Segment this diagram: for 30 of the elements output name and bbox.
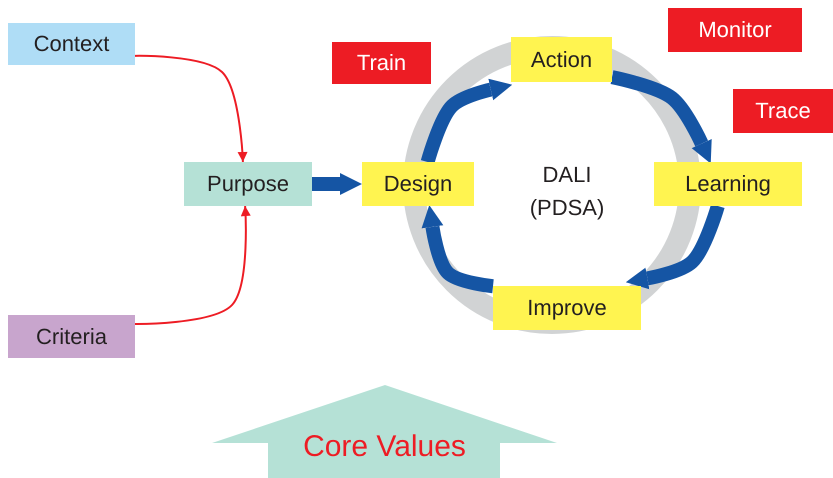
step-box (511, 37, 612, 82)
node-label: Context (34, 31, 110, 57)
curved-arrow (135, 206, 251, 326)
block-arrow (422, 205, 494, 294)
step-box (654, 162, 802, 206)
node-label: Improve (527, 295, 607, 321)
up-arrow-shape (212, 385, 557, 478)
step-box (493, 286, 641, 330)
cycle-title: DALI (PDSA) (528, 161, 606, 222)
node-label: Purpose (207, 171, 289, 197)
step-box (362, 162, 474, 206)
tag-box (332, 42, 431, 84)
block-arrow (312, 173, 362, 195)
node-label: Design (384, 171, 452, 197)
node-label: Action (530, 46, 592, 72)
node-label: Learning (685, 171, 771, 197)
node-label: Core Values (303, 430, 466, 464)
node-label: Monitor (698, 17, 772, 43)
input-box (8, 23, 135, 65)
tag-box (733, 89, 833, 133)
node-label: Trace (755, 98, 811, 124)
block-arrow (610, 70, 712, 164)
block-arrow (420, 78, 512, 164)
block-arrow (626, 204, 725, 290)
curved-arrow (135, 54, 248, 162)
node-label: Train (356, 50, 406, 76)
input-box (8, 315, 135, 358)
tag-box (668, 8, 802, 52)
process-box (184, 162, 312, 206)
node-label: Criteria (36, 324, 107, 350)
